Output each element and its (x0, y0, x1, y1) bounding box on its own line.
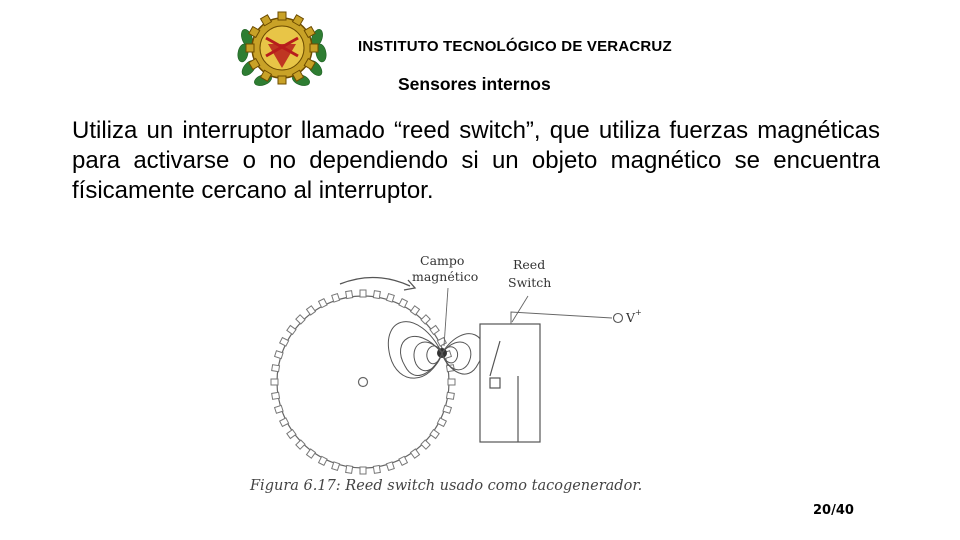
gear-tooth (345, 290, 354, 300)
itv-logo (233, 8, 331, 92)
gear-tooth (445, 391, 455, 400)
gear-tooth (429, 324, 440, 336)
gear-tooth (295, 314, 306, 325)
gear-tooth (286, 324, 297, 336)
label-v: V (625, 310, 636, 325)
gear-tooth (420, 439, 431, 450)
gear-tooth (445, 364, 455, 373)
page-number: 20/40 (813, 503, 854, 518)
gear-tooth (295, 439, 306, 450)
rotation-arrow (339, 276, 411, 287)
gear-tooth (317, 455, 328, 467)
gear-tooth (359, 289, 367, 298)
gear-tooth (385, 461, 395, 472)
gear-tooth (442, 404, 453, 414)
gear-tooth (278, 336, 290, 347)
gear-tooth (345, 464, 354, 474)
gear-tooth (398, 297, 409, 309)
gear-tooth (420, 314, 431, 325)
gear-tooth (372, 464, 381, 474)
supply-terminal (612, 312, 624, 324)
gear-tooth (359, 466, 367, 475)
gear-tooth (372, 290, 381, 300)
gear-tooth (447, 378, 456, 386)
magnetic-field-lines (387, 321, 484, 379)
gear-tooth (270, 378, 279, 386)
gear-tooth (271, 391, 281, 400)
slide-title: Sensores internos (398, 74, 551, 94)
gear-tooth (305, 305, 317, 316)
gear-tooth (409, 305, 421, 316)
gear-tooth (398, 455, 409, 467)
reed-switch (479, 323, 541, 443)
gear-tooth (273, 350, 284, 360)
gear-tooth (385, 292, 395, 303)
label-campo: Campo (420, 253, 464, 268)
gear-tooth (278, 417, 290, 428)
label-switch: Switch (508, 275, 551, 290)
gear-tooth (331, 461, 341, 472)
label-reed: Reed (513, 257, 545, 272)
body-paragraph: Utiliza un interruptor llamado “reed swi… (72, 117, 880, 204)
gear-tooth (305, 448, 317, 459)
gear-tooth (436, 336, 448, 347)
gear-tooth (273, 404, 284, 414)
gear-tooth (429, 428, 440, 440)
label-magnetico: magnético (412, 269, 478, 284)
reed-switch-figure: Campo magnético Reed Switch V + (240, 246, 700, 500)
institution-name: INSTITUTO TECNOLÓGICO DE VERACRUZ (358, 38, 672, 55)
gear-tooth (409, 448, 421, 459)
supply-wire (510, 311, 613, 324)
gear-tooth (286, 428, 297, 440)
figure-caption: Figura 6.17: Reed switch usado como taco… (250, 478, 643, 494)
gear-tooth (317, 297, 328, 309)
gear-tooth (436, 417, 448, 428)
label-v-plus: + (635, 308, 642, 317)
gear-tooth (331, 292, 341, 303)
gear-tooth (271, 364, 281, 373)
